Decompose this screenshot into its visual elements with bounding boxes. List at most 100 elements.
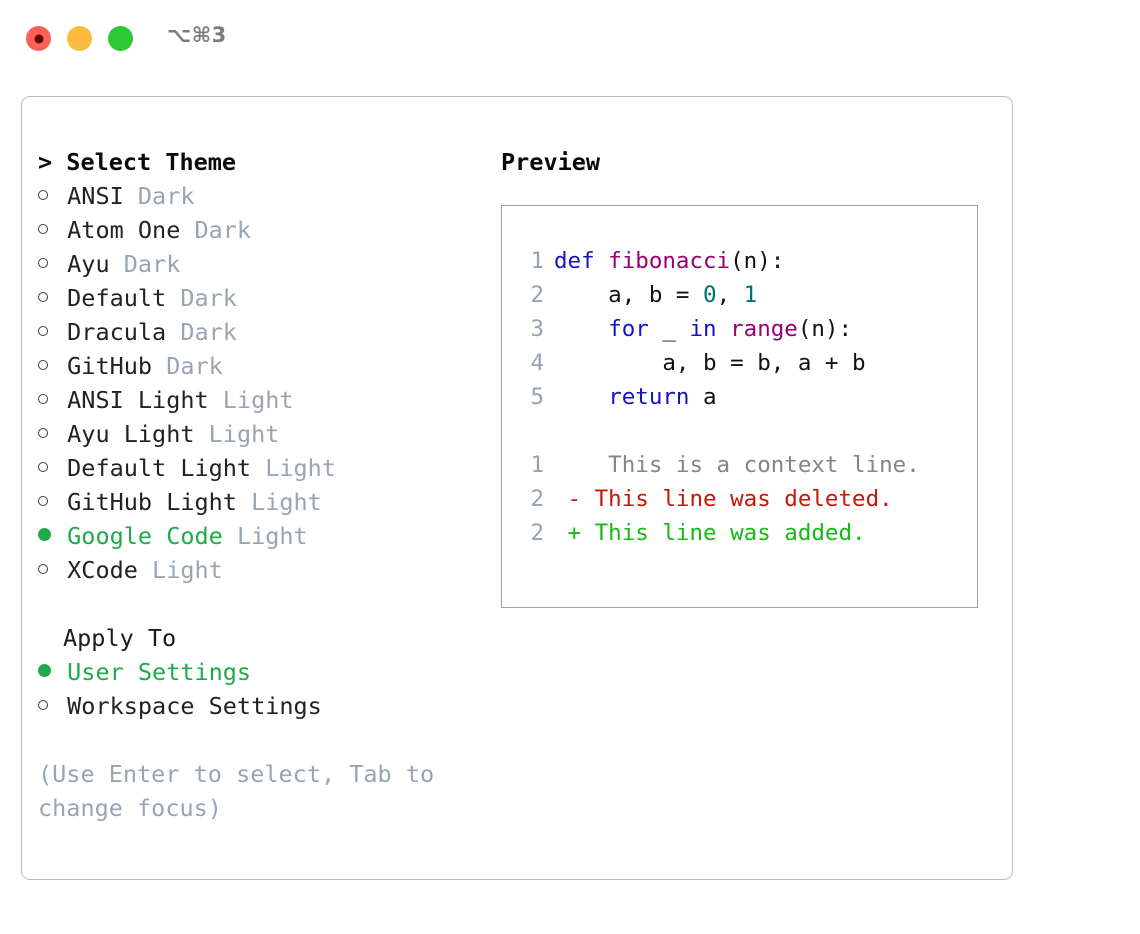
diff-text: This is a context line. [581, 452, 920, 478]
minimize-button[interactable] [67, 26, 92, 51]
code-token-pln: , [716, 282, 744, 308]
code-token-pln [554, 316, 608, 342]
code-token-fn: range [730, 316, 798, 342]
code-token-pln [554, 384, 608, 410]
theme-option-label: XCode [67, 556, 138, 584]
theme-option-label: GitHub [67, 352, 153, 380]
keyboard-shortcut-label: ⌥⌘3 [167, 23, 227, 47]
theme-option-github[interactable]: GitHub Dark [38, 349, 498, 383]
line-number: 4 [530, 350, 544, 376]
code-line: 2 a, b = 0, 1 [522, 278, 977, 312]
code-token-pln: a, b = b, a + b [554, 350, 866, 376]
theme-option-tag: Dark [166, 284, 237, 312]
radio-unselected-icon [38, 485, 53, 519]
title-bar: ⌥⌘3 [0, 0, 1140, 78]
spacer [38, 723, 498, 757]
theme-option-tag: Dark [123, 182, 195, 210]
theme-option-tag: Dark [166, 318, 237, 346]
code-token-kw: for [608, 316, 649, 342]
theme-option-label: Ayu [67, 250, 110, 278]
theme-option-ansi[interactable]: ANSI Dark [38, 179, 498, 213]
preview-heading: Preview [501, 148, 601, 176]
spacer [38, 587, 498, 621]
spacer [522, 414, 977, 448]
radio-unselected-icon [38, 689, 53, 723]
radio-unselected-icon [38, 383, 53, 417]
diff-text: This line was deleted. [581, 486, 893, 512]
theme-option-tag: Dark [109, 250, 181, 278]
radio-unselected-icon [38, 247, 53, 281]
code-token-pln: a [689, 384, 717, 410]
diff-marker [554, 452, 581, 478]
theme-option-ansi-light[interactable]: ANSI Light Light [38, 383, 498, 417]
code-line: 4 a, b = b, a + b [522, 346, 977, 380]
apply-to-heading: Apply To [63, 624, 177, 652]
diff-line-del: 2 - This line was deleted. [522, 482, 977, 516]
theme-option-default-light[interactable]: Default Light Light [38, 451, 498, 485]
code-token-pln: _ [648, 316, 690, 342]
zoom-button[interactable] [108, 26, 133, 51]
radio-unselected-icon [38, 349, 53, 383]
code-token-pln: a, b = [554, 282, 704, 308]
apply-to-option-user-settings[interactable]: User Settings [38, 655, 498, 689]
theme-option-label: GitHub Light [67, 488, 237, 516]
theme-option-tag: Light [208, 386, 294, 414]
apply-to-option-workspace-settings[interactable]: Workspace Settings [38, 689, 498, 723]
close-button[interactable] [26, 26, 51, 51]
diff-marker: + [554, 520, 582, 546]
code-line: 5 return a [522, 380, 977, 414]
main-panel: > Select Theme ANSI Dark Atom One Dark A… [21, 96, 1013, 880]
line-number: 2 [530, 520, 544, 546]
radio-selected-icon [38, 519, 53, 553]
radio-unselected-icon [38, 315, 53, 349]
theme-option-atom-one[interactable]: Atom One Dark [38, 213, 498, 247]
theme-option-ayu-light[interactable]: Ayu Light Light [38, 417, 498, 451]
radio-unselected-icon [38, 281, 53, 315]
select-theme-heading: > Select Theme [38, 148, 237, 176]
diff-line-ctx: 1 This is a context line. [522, 448, 977, 482]
code-token-pln: (n): [797, 316, 853, 342]
theme-option-default[interactable]: Default Dark [38, 281, 498, 315]
radio-unselected-icon [38, 417, 53, 451]
theme-option-label: ANSI Light [67, 386, 209, 414]
theme-option-label: Ayu Light [67, 420, 195, 448]
theme-option-tag: Dark [180, 216, 252, 244]
code-token-pln [717, 316, 731, 342]
theme-option-label: Google Code [67, 522, 223, 550]
apply-to-option-label: Workspace Settings [67, 692, 322, 720]
theme-option-label: Default [67, 284, 167, 312]
theme-option-label: Dracula [67, 318, 167, 346]
radio-unselected-icon [38, 213, 53, 247]
theme-option-ayu[interactable]: Ayu Dark [38, 247, 498, 281]
code-line: 3 for _ in range(n): [522, 312, 977, 346]
diff-marker: - [554, 486, 582, 512]
apply-to-option-list: User Settings Workspace Settings [38, 655, 498, 723]
line-number: 2 [530, 282, 544, 308]
radio-unselected-icon [38, 553, 53, 587]
line-number: 5 [530, 384, 544, 410]
code-token-pln: (n): [730, 248, 785, 274]
code-token-num: 1 [743, 282, 758, 308]
theme-option-google-code[interactable]: Google Code Light [38, 519, 498, 553]
theme-option-dracula[interactable]: Dracula Dark [38, 315, 498, 349]
radio-selected-icon [38, 655, 53, 689]
theme-option-tag: Light [251, 454, 336, 482]
code-token-kw: def [554, 248, 609, 274]
theme-option-tag: Light [236, 488, 322, 516]
theme-option-xcode[interactable]: XCode Light [38, 553, 498, 587]
theme-option-list: ANSI Dark Atom One Dark Ayu Dark Default… [38, 179, 498, 587]
diff-line-add: 2 + This line was added. [522, 516, 977, 550]
theme-option-label: ANSI [67, 182, 124, 210]
theme-option-tag: Light [222, 522, 308, 550]
theme-option-tag: Light [194, 420, 280, 448]
theme-option-label: Default Light [67, 454, 252, 482]
theme-option-github-light[interactable]: GitHub Light Light [38, 485, 498, 519]
line-number: 1 [530, 248, 544, 274]
line-number: 3 [530, 316, 544, 342]
apply-to-option-label: User Settings [67, 658, 252, 686]
code-token-kw: in [689, 316, 717, 342]
